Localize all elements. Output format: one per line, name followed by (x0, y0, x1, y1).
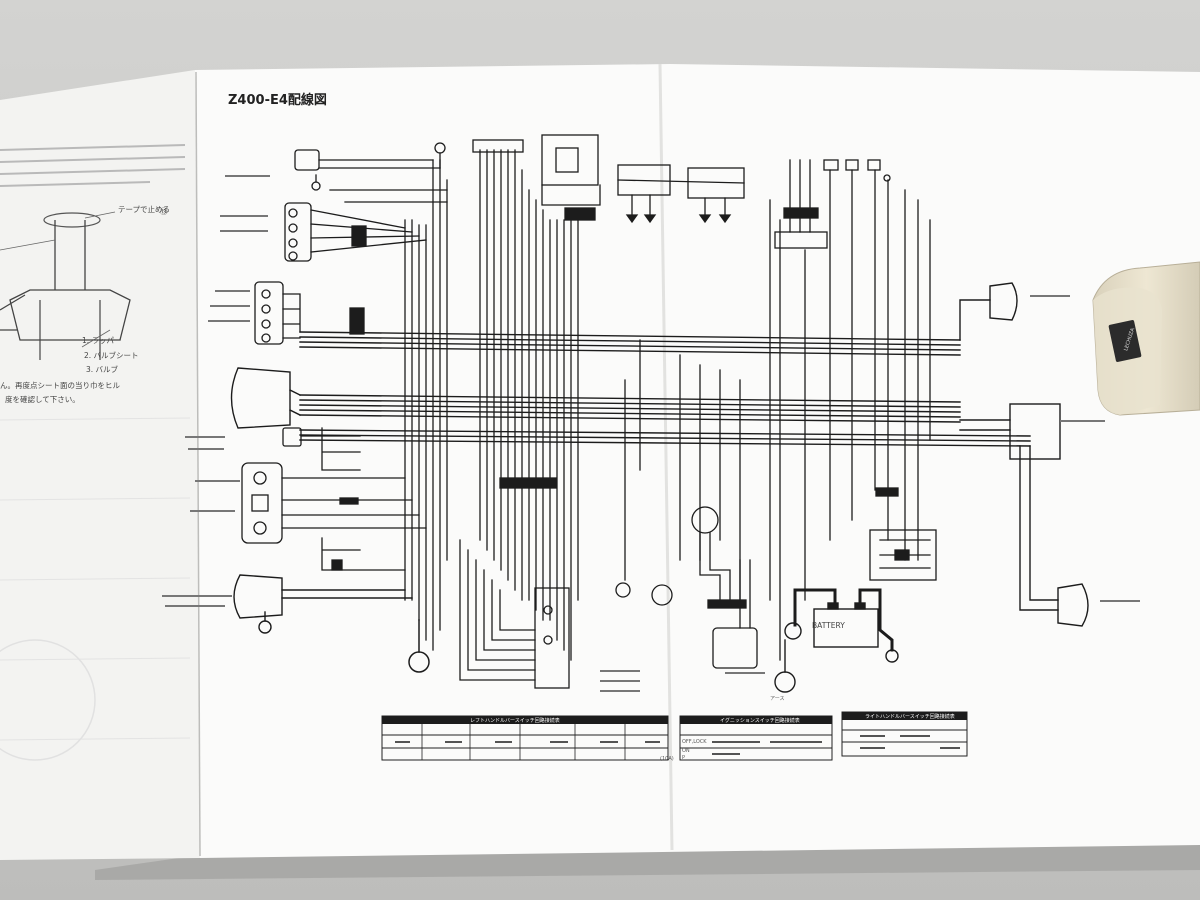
fuse-note: (10A) (660, 756, 674, 762)
left-page (0, 70, 200, 860)
left-table-title: レフトハンドルバースイッチ回路接続表 (470, 717, 560, 724)
ignition-key-on: ON (682, 748, 690, 754)
diagram-title: Z400-E4配線図 (228, 92, 327, 108)
note-line-1: ん。再度点シート面の当り巾をヒル (0, 380, 120, 390)
item-number: ⑬ (160, 207, 168, 216)
wiring-schematic (230, 134, 1089, 693)
legend-3: 3. バルブ (86, 364, 119, 374)
ignition-switch-table: OFF,LOCK ON P イグニッションスイッチ回路接続表 (679, 715, 833, 761)
ground-label: アース (770, 696, 784, 702)
legend-1: 1. ラッパー (82, 336, 122, 345)
page-edge (195, 71, 201, 857)
ignition-key-p: P (682, 755, 685, 761)
right-switch-table: ライトハンドルバースイッチ回路接続表 (841, 711, 968, 757)
battery-label: BATTERY (812, 621, 845, 630)
note-line-2: 度を確認して下さい。 (5, 394, 80, 404)
diagram-labels: BATTERY (10A) アース (162, 175, 1140, 762)
switch-tables: レフトハンドルバースイッチ回路接続表 OFF,LOCK ON P イグニッション… (381, 711, 968, 761)
middle-table-title: イグニッションスイッチ回路接続表 (720, 717, 800, 724)
ignition-key-off: OFF,LOCK (682, 739, 707, 745)
callout-label: テープで止める (118, 204, 170, 214)
legend-2: 2. バルブシート (84, 350, 139, 360)
eraser-block: LECHUZA (1092, 261, 1200, 416)
right-table-title: ライトハンドルバースイッチ回路接続表 (865, 713, 955, 720)
diagram-page (195, 64, 1200, 858)
left-page-content: テープで止める ⑬ 1. ラッパー 2. バルブシート 3. バルブ ん。再度点… (0, 144, 191, 761)
left-switch-table: レフトハンドルバースイッチ回路接続表 (381, 715, 669, 761)
book-shadow (95, 842, 1200, 880)
